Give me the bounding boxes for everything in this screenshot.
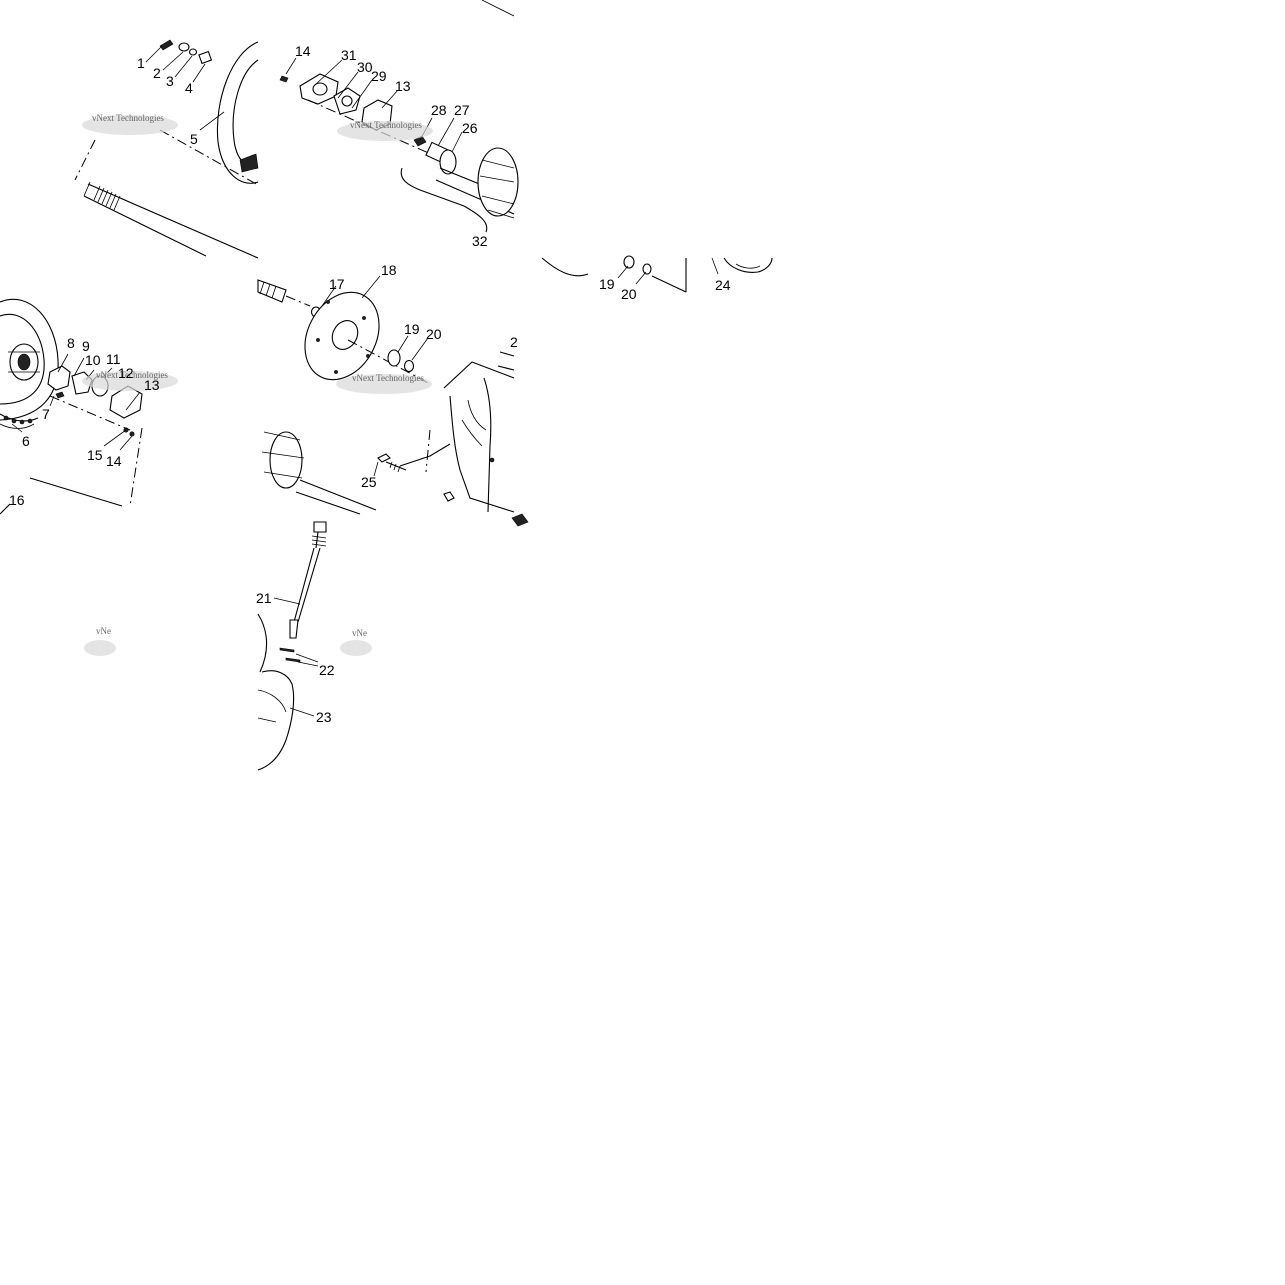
tile-middle-left: vNext Technologies 8 9 10 11 12 13 7 6 1… (0, 298, 178, 515)
tile-center: vNext Technologies 17 18 19 20 2 25 (257, 262, 529, 527)
callout-4: 4 (185, 80, 193, 96)
callout-15: 15 (87, 447, 103, 463)
callout-1: 1 (137, 55, 145, 71)
callout-18: 18 (381, 262, 397, 278)
callout-22: 22 (319, 662, 335, 678)
watermark-text: vNext Technologies (92, 113, 164, 123)
callout-11: 11 (106, 351, 121, 367)
callout-32: 32 (472, 233, 488, 249)
callout-24: 24 (715, 277, 731, 293)
watermark-text: vNe (96, 626, 111, 636)
callout-13b: 13 (144, 377, 160, 393)
tile-bottom-left: vNe (84, 626, 116, 656)
tile-bottom-middle: vNe 21 22 23 (256, 521, 372, 771)
callout-3: 3 (166, 73, 174, 89)
callout-30: 30 (357, 59, 373, 75)
callout-31: 31 (341, 47, 357, 63)
callout-26: 26 (462, 120, 478, 136)
watermark-text: vNext Technologies (96, 370, 168, 380)
callout-9: 9 (82, 338, 90, 354)
callout-7: 7 (42, 406, 50, 422)
callout-19b: 19 (599, 276, 615, 292)
callout-29: 29 (371, 68, 387, 84)
callout-14b: 14 (106, 453, 122, 469)
callout-21: 21 (256, 590, 272, 606)
callout-12: 12 (118, 365, 134, 381)
tile-middle-right: 19 20 24 (541, 255, 773, 302)
watermark-text: vNext Technologies (350, 120, 422, 130)
callout-25: 25 (361, 474, 377, 490)
callout-14: 14 (295, 43, 311, 59)
callout-20b: 20 (621, 286, 637, 302)
callout-8: 8 (67, 335, 75, 351)
callout-28: 28 (431, 102, 447, 118)
callout-2-partial: 2 (510, 334, 518, 350)
callout-6: 6 (22, 433, 30, 449)
callout-10: 10 (85, 352, 101, 368)
watermark-text: vNe (352, 628, 367, 638)
callout-13: 13 (395, 78, 411, 94)
tile-top-middle: vNext Technologies 14 31 30 29 13 28 27 … (279, 0, 519, 249)
callout-23: 23 (316, 709, 332, 725)
callout-27: 27 (454, 102, 470, 118)
callout-19: 19 (404, 321, 420, 337)
callout-17: 17 (329, 276, 345, 292)
callout-5: 5 (190, 131, 198, 147)
callout-16: 16 (9, 492, 25, 508)
callout-2: 2 (153, 65, 161, 81)
tile-top-left: vNext Technologies 1 2 3 4 5 (74, 39, 259, 259)
watermark-text: vNext Technologies (352, 373, 424, 383)
callout-20: 20 (426, 326, 442, 342)
